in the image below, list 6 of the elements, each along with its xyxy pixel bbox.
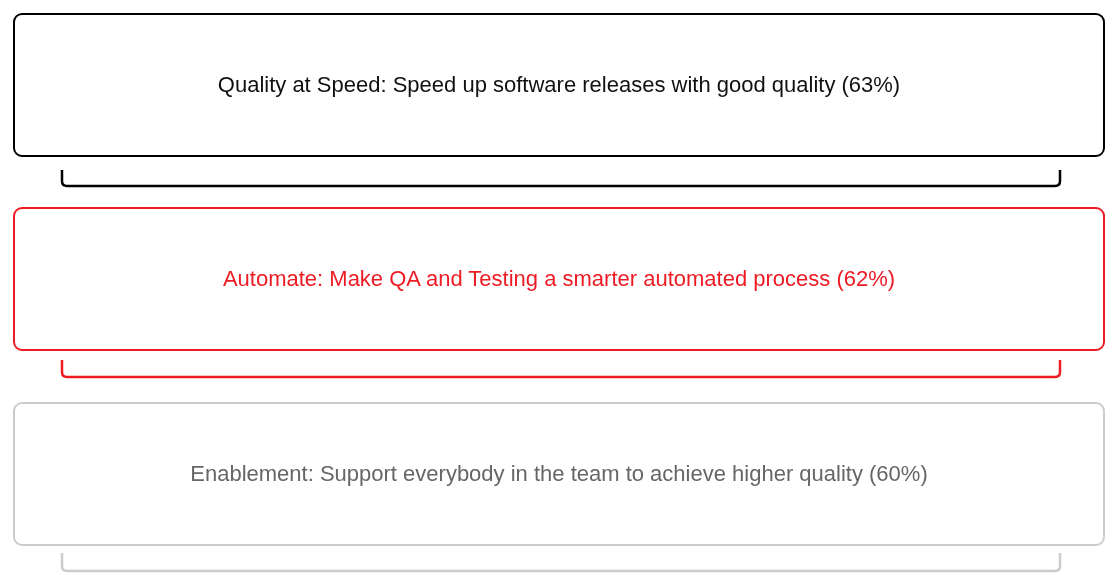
goal-box [13, 207, 1105, 351]
goal-text: Quality at Speed: Speed up software releases with good quality (63%) [217, 70, 901, 99]
goal-text: Automate: Make QA and Testing a smarter automated process (62%) [222, 264, 896, 293]
goal-text: Enablement: Support everybody in the team to achieve higher quality (60%) [190, 459, 928, 488]
goal-box [13, 402, 1105, 546]
goal-box [13, 13, 1105, 157]
